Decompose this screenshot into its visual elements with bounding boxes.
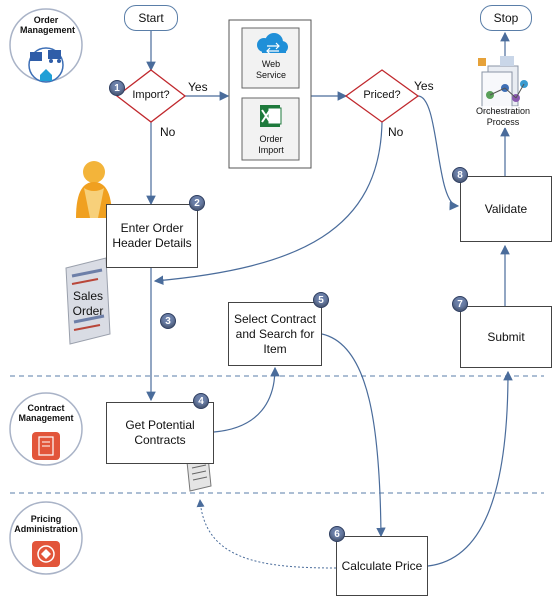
enter-order-header-details-box: Enter Order Header Details: [106, 204, 198, 268]
validate-label: Validate: [484, 201, 528, 216]
submit-box: Submit: [460, 306, 552, 368]
get-potential-contracts-label: Get Potential Contracts: [125, 418, 195, 447]
sales-order-document-icon: [65, 257, 111, 345]
pricing-administration-role-icon: [9, 501, 83, 575]
import-yes-label: Yes: [188, 80, 208, 94]
order-entry-person-icon: [76, 161, 112, 218]
calculate-price-label: Calculate Price: [341, 558, 423, 573]
calculate-price-box: Calculate Price: [336, 536, 428, 596]
enter-order-header-details-label: Enter Order Header Details: [112, 221, 192, 250]
select-contract-box: Select Contract and Search for Item: [228, 302, 322, 366]
orchestration-process-label: Orchestration Process: [470, 106, 536, 128]
step-badge-7: 7: [452, 296, 468, 312]
sales-order-label: Sales Order: [72, 289, 104, 318]
import-decision-label: Import?: [132, 89, 170, 101]
priced-decision-diamond: [344, 69, 420, 123]
role-title-pricing-administration: Pricing Administration: [14, 514, 78, 534]
step-badge-4: 4: [193, 393, 209, 409]
submit-label: Submit: [487, 329, 525, 344]
get-potential-contracts-box: Get Potential Contracts: [106, 402, 214, 464]
start-terminal: Start: [124, 5, 178, 31]
contract-management-role-icon: [9, 392, 83, 466]
select-contract-label: Select Contract and Search for Item: [233, 311, 317, 356]
priced-no-label: No: [388, 125, 404, 139]
order-import-label: Order Import: [258, 134, 284, 155]
priced-yes-label: Yes: [414, 79, 434, 93]
order-management-role-icon: [9, 8, 83, 83]
role-title-order-management: Order Management: [20, 15, 76, 35]
validate-box: Validate: [460, 176, 552, 242]
step-badge-2: 2: [189, 195, 205, 211]
stop-terminal: Stop: [480, 5, 532, 31]
web-service-icon: [257, 33, 288, 55]
priced-decision-label: Priced?: [363, 89, 401, 101]
step-badge-3: 3: [160, 313, 176, 329]
step-badge-1: 1: [109, 80, 125, 96]
order-import-icon: [260, 105, 282, 127]
orchestration-process-icon: [478, 56, 528, 113]
step-badge-8: 8: [452, 167, 468, 183]
import-decision-diamond: [115, 69, 187, 123]
web-service-label: Web Service: [255, 59, 286, 80]
role-title-contract-management: Contract Management: [18, 403, 74, 423]
step-badge-5: 5: [313, 292, 329, 308]
import-no-label: No: [160, 125, 176, 139]
step-badge-6: 6: [329, 526, 345, 542]
